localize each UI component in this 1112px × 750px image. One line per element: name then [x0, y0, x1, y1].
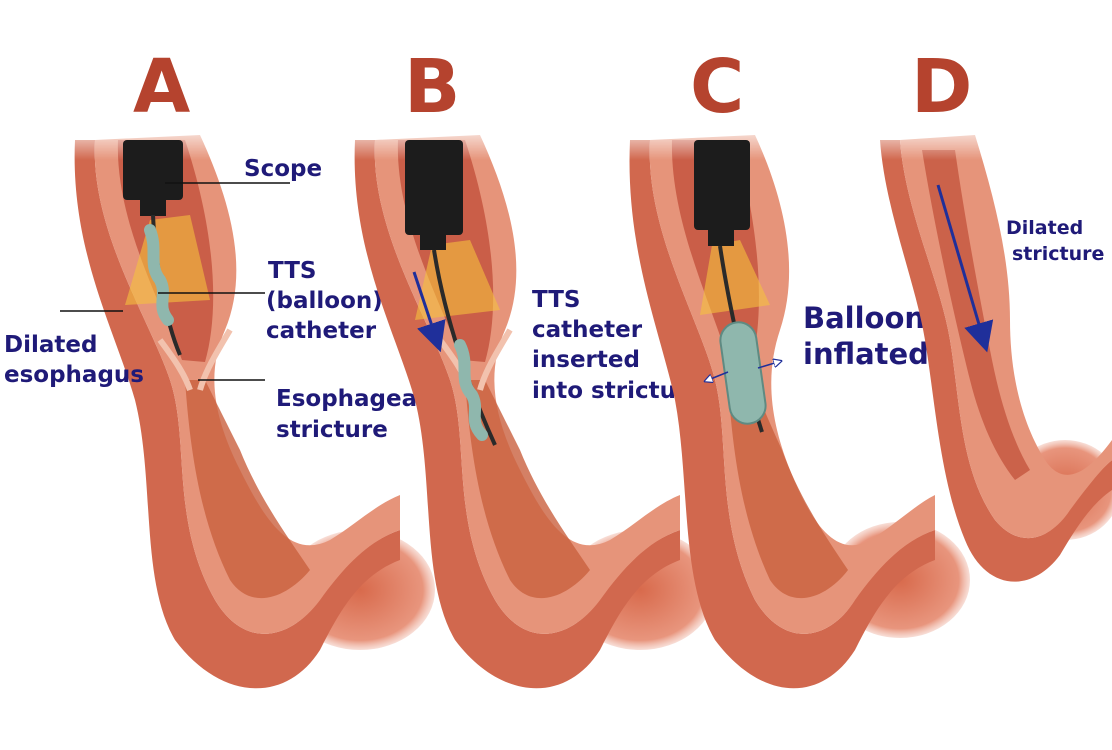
- scope-b-tip: [420, 230, 446, 250]
- esophagus-lower-a: [185, 380, 310, 599]
- arrow-d: [936, 184, 994, 353]
- panel-d: D Dilated stricture: [870, 44, 1112, 582]
- label-c-2: inflated: [803, 337, 929, 371]
- lining-a2: [197, 328, 233, 391]
- label-tts-1: TTS: [268, 258, 316, 284]
- panel-c: C Balloon inflated: [615, 44, 970, 689]
- fade-top-d: [870, 120, 1010, 160]
- esophagus-lower-c: [728, 380, 848, 599]
- label-dilated-2: esophagus: [4, 362, 144, 388]
- label-b-1: TTS: [532, 287, 580, 313]
- arrow-c-right: [757, 362, 778, 369]
- panel-a: A Scope TTS (balloon) catheter Dilated e…: [4, 44, 435, 689]
- esophagus-wall-b: [354, 140, 680, 689]
- label-scope: Scope: [244, 156, 322, 182]
- scope-a: [123, 140, 183, 200]
- label-c-1: Balloon: [803, 301, 925, 335]
- scope-a-tip: [140, 196, 166, 216]
- esophagus-wall-d: [880, 140, 1112, 582]
- esophagus-wall-c: [629, 140, 935, 689]
- label-tts-3: catheter: [266, 318, 377, 344]
- balloon-folded-b: [454, 339, 488, 441]
- panel-b: B TTS catheter inserted into stricture: [340, 44, 715, 689]
- esophagus-lower-b: [465, 380, 590, 599]
- balloon-folded-a: [144, 224, 174, 326]
- label-stricture-2: stricture: [276, 417, 388, 443]
- label-dilated-1: Dilated: [4, 332, 97, 358]
- label-d-1: Dilated: [1006, 217, 1083, 239]
- label-b-2: catheter: [532, 317, 643, 343]
- lining-b2: [477, 328, 513, 391]
- panel-letter-d: D: [911, 44, 972, 130]
- scope-c: [694, 140, 750, 230]
- scope-c-tip: [708, 226, 734, 246]
- panel-letter-b: B: [404, 44, 460, 130]
- label-d-2: stricture: [1012, 243, 1104, 265]
- light-cone-c: [700, 240, 770, 315]
- balloon-inflated-c: [719, 321, 767, 425]
- panel-letter-a: A: [133, 44, 190, 130]
- arrow-c-left: [708, 371, 729, 380]
- label-tts-2: (balloon): [266, 288, 383, 314]
- arrow-b: [412, 271, 446, 353]
- lining-a: [157, 338, 193, 392]
- label-stricture-1: Esophageal: [276, 386, 425, 412]
- label-b-3: inserted: [532, 347, 640, 373]
- scope-b: [405, 140, 463, 235]
- esophagus-wall-a: [74, 140, 400, 689]
- panel-letter-c: C: [690, 44, 744, 130]
